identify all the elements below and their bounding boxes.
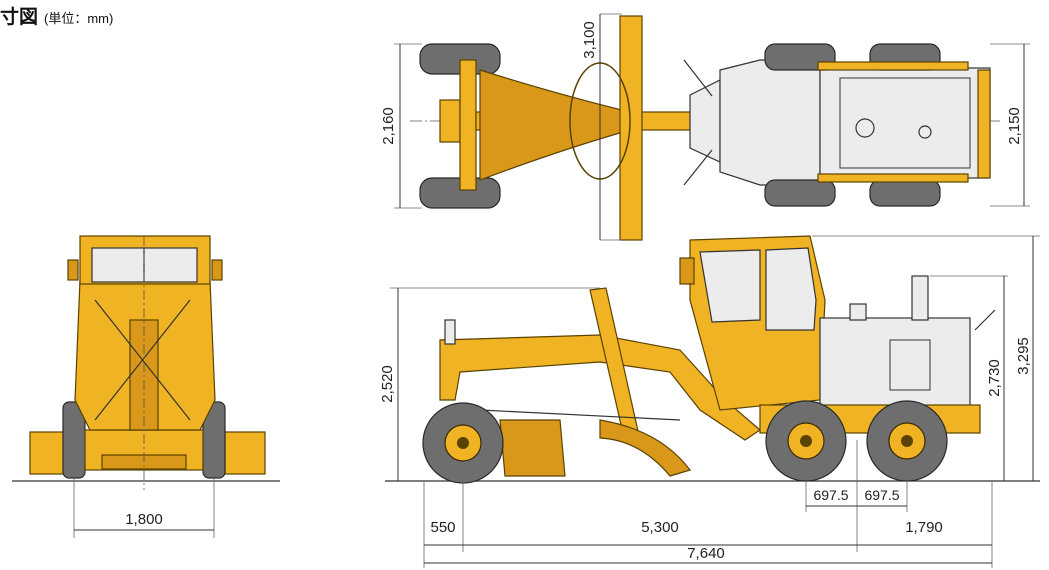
side-cab-window-front bbox=[699, 249, 761, 323]
side-exhaust bbox=[911, 275, 929, 321]
side-cab-window-side bbox=[765, 247, 817, 331]
top-rear-tire-2b bbox=[869, 179, 941, 207]
unit-note: (単位：mm) bbox=[44, 11, 114, 26]
front-width-dim: 1,800 bbox=[125, 511, 163, 528]
side-moldboard bbox=[599, 419, 691, 477]
overall-height-dim: 3,295 bbox=[1015, 337, 1032, 375]
front-overhang-dim: 550 bbox=[430, 519, 455, 536]
front-height-dim: 2,520 bbox=[379, 365, 396, 403]
tandem-front-dim: 697.5 bbox=[813, 487, 848, 503]
page-title: 寸図 (単位：mm) bbox=[0, 2, 113, 29]
side-view: 2,520 2,730 3,295 697.5 697.5 550 5,300 … bbox=[379, 235, 1040, 568]
cab-height-dim: 2,730 bbox=[986, 359, 1003, 397]
rear-overhang-dim: 1,790 bbox=[905, 519, 943, 536]
side-rear-wheel-1 bbox=[765, 400, 847, 482]
top-rear-ripper bbox=[977, 69, 991, 179]
top-front-axle bbox=[459, 59, 477, 191]
top-view: 3,100 2,160 2,150 bbox=[380, 13, 1030, 241]
side-front-wheel bbox=[422, 402, 504, 484]
mirror-right bbox=[211, 259, 223, 281]
wheelbase-dim: 5,300 bbox=[641, 519, 679, 536]
top-cab bbox=[719, 59, 821, 186]
blade-dim: 3,100 bbox=[581, 21, 598, 59]
top-blade bbox=[619, 15, 643, 241]
rear-track-dim: 2,150 bbox=[1006, 107, 1023, 145]
top-rear-tire-1b bbox=[764, 179, 836, 207]
overall-length-dim: 7,640 bbox=[687, 545, 725, 562]
tandem-rear-dim: 697.5 bbox=[864, 487, 899, 503]
front-track-dim: 2,160 bbox=[380, 107, 397, 145]
side-rear-wheel-2 bbox=[866, 400, 948, 482]
mirror-left bbox=[67, 259, 79, 281]
side-mirror bbox=[679, 257, 695, 285]
top-engine-hood bbox=[819, 67, 991, 179]
front-blade-right bbox=[224, 431, 266, 475]
side-engine-hood bbox=[819, 317, 971, 411]
side-scarifier bbox=[499, 419, 566, 477]
front-view: 1,800 bbox=[12, 235, 280, 538]
top-drawbar bbox=[479, 69, 631, 181]
title-text: 寸図 bbox=[0, 7, 39, 28]
